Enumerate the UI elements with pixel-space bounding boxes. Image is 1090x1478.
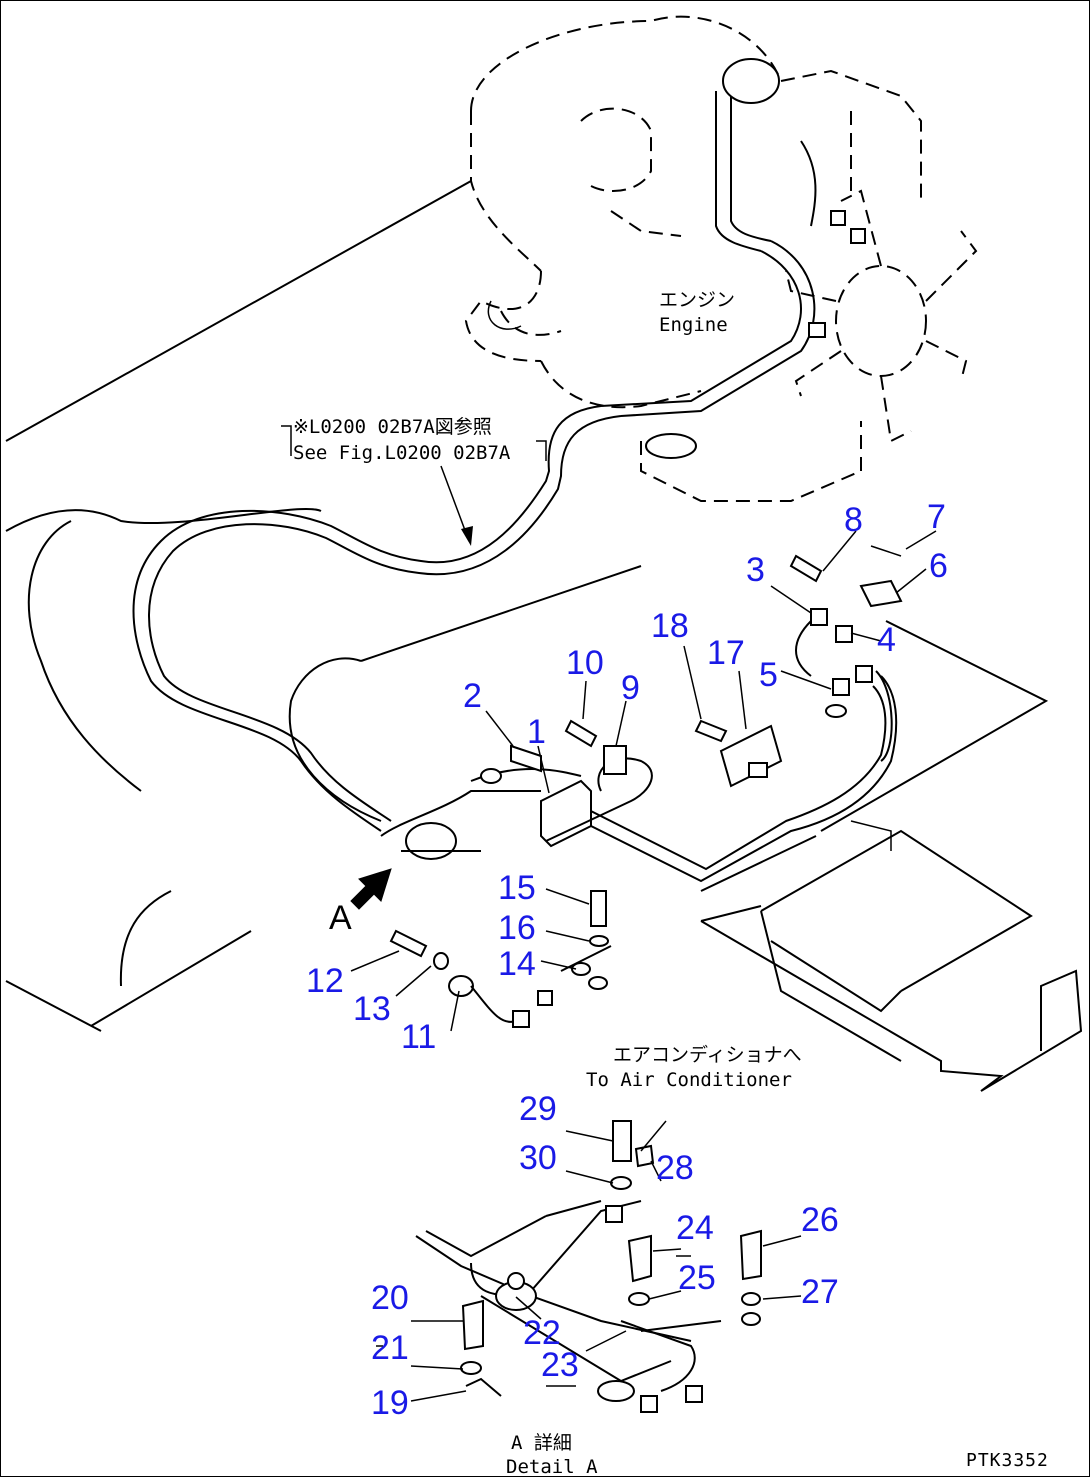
- callout-27: 27: [801, 1273, 839, 1311]
- engine-label-en: Engine: [659, 314, 728, 336]
- callout-11: 11: [401, 1018, 436, 1056]
- callout-8: 8: [844, 501, 863, 539]
- callout-25: 25: [678, 1259, 716, 1297]
- engine-mount: [640, 421, 862, 502]
- callouts: 1 2 3 4 5 6 7 8 9 10 11 12 13 14 15 16 1…: [306, 498, 948, 1422]
- drawing-code: PTK3352: [966, 1450, 1049, 1471]
- callout-26: 26: [801, 1201, 839, 1239]
- callout-18: 18: [651, 607, 689, 645]
- callout-5: 5: [759, 656, 778, 694]
- see-fig-note-jp: ※L0200 02B7A図参照: [293, 416, 492, 438]
- callout-6: 6: [929, 547, 948, 585]
- callout-3: 3: [746, 551, 765, 589]
- detail-a-parts: [415, 1120, 762, 1413]
- seat-outline: [5, 507, 382, 822]
- chassis-outline: [5, 180, 1049, 1032]
- callout-16: 16: [498, 909, 536, 947]
- callout-4: 4: [877, 621, 896, 659]
- cable-route: [132, 405, 898, 883]
- callout-23: 23: [541, 1346, 579, 1384]
- callout-29: 29: [519, 1090, 557, 1128]
- callout-7: 7: [927, 498, 946, 536]
- see-fig-note-en: See Fig.L0200 02B7A: [293, 442, 511, 464]
- view-arrow-a: [350, 868, 392, 910]
- callout-30: 30: [519, 1139, 557, 1177]
- engine-label-jp: エンジン: [659, 289, 735, 311]
- callout-20: 20: [371, 1279, 409, 1317]
- callout-1: 1: [527, 713, 546, 751]
- callout-19: 19: [371, 1384, 409, 1422]
- callout-2: 2: [463, 677, 482, 715]
- callout-10: 10: [566, 644, 604, 682]
- floor-bracket: [700, 820, 1083, 1092]
- main-view-parts: [380, 545, 903, 1028]
- callout-13: 13: [353, 990, 391, 1028]
- callout-15: 15: [498, 869, 536, 907]
- aircon-note-en: To Air Conditioner: [586, 1069, 792, 1091]
- engine-hoses: [600, 58, 866, 417]
- detail-a-title-en: Detail A: [506, 1456, 598, 1478]
- callout-22: 22: [523, 1314, 561, 1352]
- aircon-note-jp: エアコンディショナへ: [613, 1044, 802, 1066]
- callout-12: 12: [306, 962, 344, 1000]
- callout-24: 24: [676, 1209, 714, 1247]
- callout-28: 28: [656, 1149, 694, 1187]
- engine-outline: [464, 15, 922, 409]
- callout-17: 17: [707, 634, 745, 672]
- detail-a-title-jp: A 詳細: [511, 1432, 572, 1454]
- text-notes: エンジン Engine ※L0200 02B7A図参照 See Fig.L020…: [293, 289, 1049, 1478]
- callout-21: 21: [371, 1329, 409, 1367]
- view-marker-a: A: [329, 899, 352, 937]
- callout-9: 9: [621, 669, 640, 707]
- fan-outline: [785, 189, 978, 443]
- leader-lines: [281, 425, 937, 1402]
- callout-14: 14: [498, 945, 536, 983]
